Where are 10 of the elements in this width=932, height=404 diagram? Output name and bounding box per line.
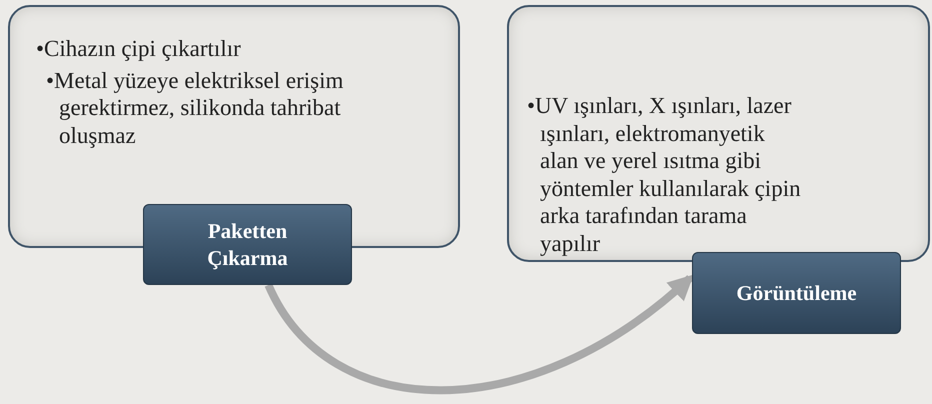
bullet-text: •UV ışınları, X ışınları, lazer ışınları, elektromanyetik alan ve yerel ısıtma gibi yöntemler kullanılarak çipin arka tarafından tarama yapılır — [527, 92, 802, 258]
step-label-box — [143, 204, 352, 285]
step-label: Görüntüleme — [736, 280, 857, 306]
bullet-text: •Cihazın çipi çıkartılır — [36, 35, 242, 63]
step-label-box — [692, 252, 901, 334]
text-card — [507, 5, 930, 262]
step-label: Paketten Çıkarma — [206, 218, 289, 271]
curved-arrow — [264, 274, 694, 394]
text-card — [8, 5, 460, 248]
bullet-text: •Metal yüzeye elektriksel erişim gerektirmez, silikonda tahribat oluşmaz — [46, 66, 344, 150]
